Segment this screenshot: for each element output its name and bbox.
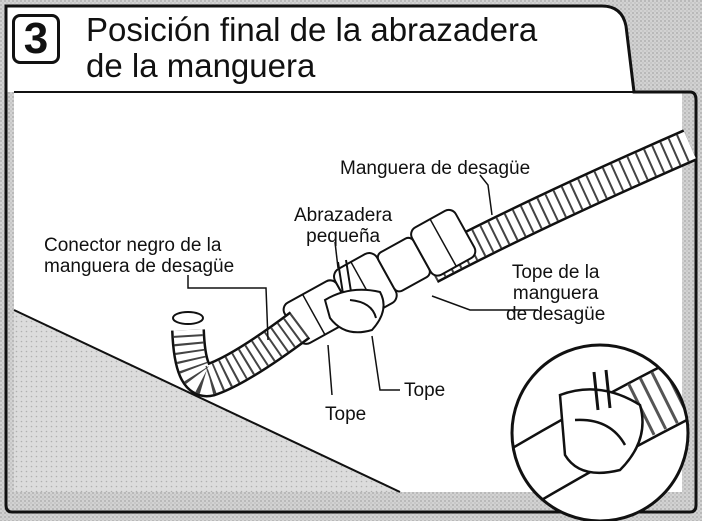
step-title-line2: de la manguera bbox=[86, 47, 316, 84]
label-small-clamp-line1: Abrazadera bbox=[294, 205, 393, 226]
connector-body bbox=[282, 208, 477, 345]
label-stop-right: Tope bbox=[404, 380, 446, 401]
small-clamp bbox=[323, 259, 385, 334]
label-hose-stop: Tope de la manguera de desagüe bbox=[506, 262, 605, 325]
label-stop-bottom: Tope bbox=[325, 404, 367, 425]
label-hose-stop-line1: Tope de la bbox=[511, 262, 600, 283]
step-title-line1: Posición final de la abrazadera bbox=[86, 11, 538, 48]
label-black-connector: Conector negro de la manguera de desagüe bbox=[44, 235, 234, 277]
frame-border bbox=[4, 4, 698, 514]
step-number: 3 bbox=[12, 14, 60, 64]
title-tab bbox=[6, 6, 634, 92]
label-hose-stop-line3: de desagüe bbox=[506, 304, 606, 325]
zoom-detail bbox=[510, 343, 690, 521]
step-title: Posición final de la abrazadera de la ma… bbox=[86, 12, 606, 84]
label-hose-stop-line2: manguera bbox=[512, 283, 599, 304]
label-small-clamp-line2: pequeña bbox=[306, 226, 381, 247]
leader-lines bbox=[187, 174, 538, 396]
label-black-connector-line1: Conector negro de la bbox=[44, 235, 222, 256]
label-black-connector-line2: manguera de desagüe bbox=[44, 256, 235, 277]
label-drain-hose: Manguera de desagüe bbox=[340, 158, 531, 179]
black-connector-hose bbox=[171, 311, 311, 398]
label-small-clamp: Abrazadera pequeña bbox=[294, 205, 392, 247]
